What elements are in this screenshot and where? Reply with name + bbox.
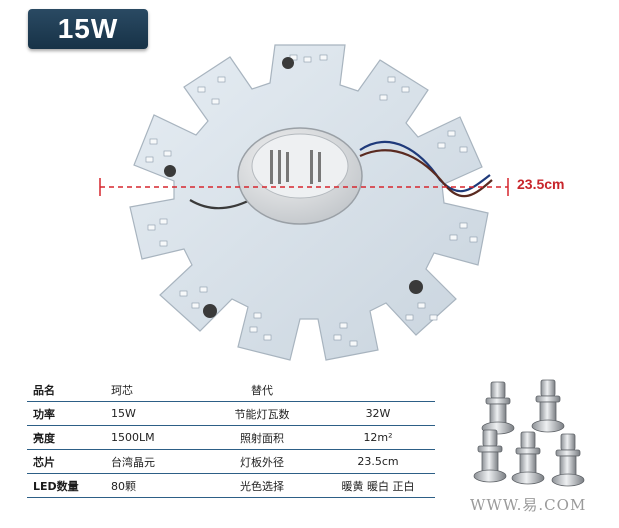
spec-key-2: 节能灯瓦数	[203, 401, 321, 426]
spec-key-2: 照射面积	[203, 425, 321, 450]
spec-value-2: 12m²	[321, 425, 435, 450]
watermark: WWW.易.COM	[470, 496, 587, 514]
spec-key: LED数量	[27, 473, 105, 498]
spec-key-2: 光色选择	[203, 473, 321, 498]
spec-value: 15W	[105, 401, 203, 426]
spec-value: 1500LM	[105, 425, 203, 450]
dimension-label: 23.5cm	[517, 176, 565, 192]
table-row: 亮度 1500LM 照射面积 12m²	[27, 425, 435, 450]
spec-value: 珂芯	[105, 378, 203, 402]
product-photo	[99, 44, 509, 361]
magnet-screws-photo	[473, 379, 585, 487]
spec-key: 亮度	[27, 425, 105, 450]
spec-key: 品名	[27, 378, 105, 402]
spec-value-2: 暖黄 暖白 正白	[321, 473, 435, 498]
spec-key-2: 灯板外径	[203, 449, 321, 474]
spec-key: 功率	[27, 401, 105, 426]
table-row: 品名 珂芯 替代	[27, 378, 435, 402]
spec-table: 品名 珂芯 替代 功率 15W 节能灯瓦数 32W 亮度 1500LM 照射面积…	[27, 378, 435, 498]
spec-value-2	[321, 378, 435, 402]
table-row: LED数量 80颗 光色选择 暖黄 暖白 正白	[27, 473, 435, 498]
spec-key-2: 替代	[203, 378, 321, 402]
spec-value-2: 23.5cm	[321, 449, 435, 474]
table-row: 功率 15W 节能灯瓦数 32W	[27, 401, 435, 426]
driver-box	[237, 127, 363, 225]
power-badge: 15W	[28, 9, 148, 49]
spec-key: 芯片	[27, 449, 105, 474]
table-row: 芯片 台湾晶元 灯板外径 23.5cm	[27, 449, 435, 474]
spec-value: 台湾晶元	[105, 449, 203, 474]
power-badge-label: 15W	[57, 13, 119, 44]
spec-value: 80颗	[105, 473, 203, 498]
dimension-line	[99, 178, 509, 196]
spec-value-2: 32W	[321, 401, 435, 426]
